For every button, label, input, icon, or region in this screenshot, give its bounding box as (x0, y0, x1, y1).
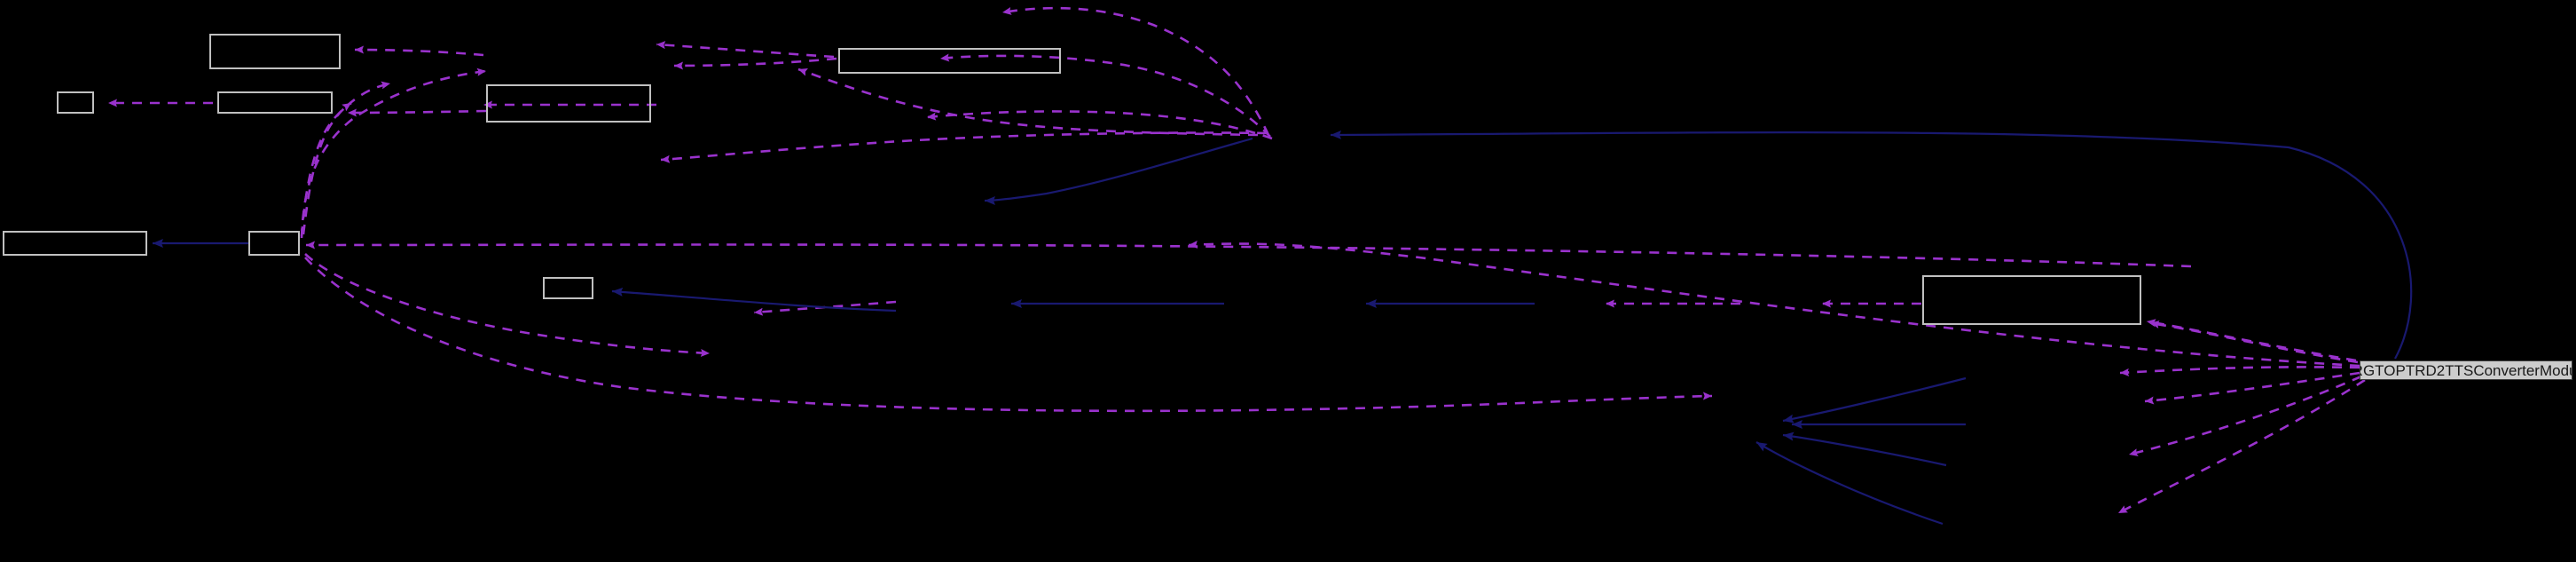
usage-edge (939, 53, 1271, 138)
graph-node[interactable] (248, 231, 300, 256)
usage-edge (347, 108, 487, 117)
usage-edge (926, 110, 1273, 140)
graph-node[interactable] (57, 91, 94, 114)
usage-edge (2149, 320, 2359, 364)
usage-edge (660, 131, 1268, 163)
focus-node-trgtoptrd2ttsconvertermodule[interactable]: TRGTOPTRD2TTSConverterModule (2360, 360, 2572, 380)
usage-edge (1001, 6, 1270, 136)
graph-node[interactable] (838, 48, 1061, 74)
usage-edge (305, 241, 2192, 268)
inheritance-edges (153, 130, 2413, 526)
graph-node[interactable] (1922, 275, 2141, 325)
inheritance-edge (1782, 376, 1967, 423)
graph-node[interactable] (3, 231, 147, 256)
usage-edge (2128, 375, 2362, 456)
graph-node[interactable] (209, 34, 341, 69)
usage-edge (302, 101, 352, 235)
graph-node[interactable] (543, 277, 593, 299)
inheritance-edge (984, 137, 1253, 205)
usage-edge (1188, 241, 2360, 368)
usage-edge (304, 253, 711, 357)
inheritance-edge (1755, 441, 1944, 526)
inheritance-edge (1330, 130, 2413, 360)
usage-edge (304, 257, 1713, 413)
inheritance-edge (1782, 431, 1947, 467)
usage-edge (354, 45, 484, 57)
usage-edge (2119, 366, 2360, 376)
graph-node[interactable] (486, 84, 651, 123)
usage-edge (2144, 371, 2360, 405)
focus-node-label: TRGTOPTRD2TTSConverterModule (2360, 361, 2572, 379)
usage-edge (797, 67, 1259, 137)
usage-edge (673, 57, 837, 70)
usage-edge (656, 41, 835, 59)
usage-edges (108, 6, 2366, 515)
inheritance-edge (611, 287, 897, 313)
graph-node[interactable] (217, 91, 333, 114)
usage-edge (2117, 378, 2366, 515)
